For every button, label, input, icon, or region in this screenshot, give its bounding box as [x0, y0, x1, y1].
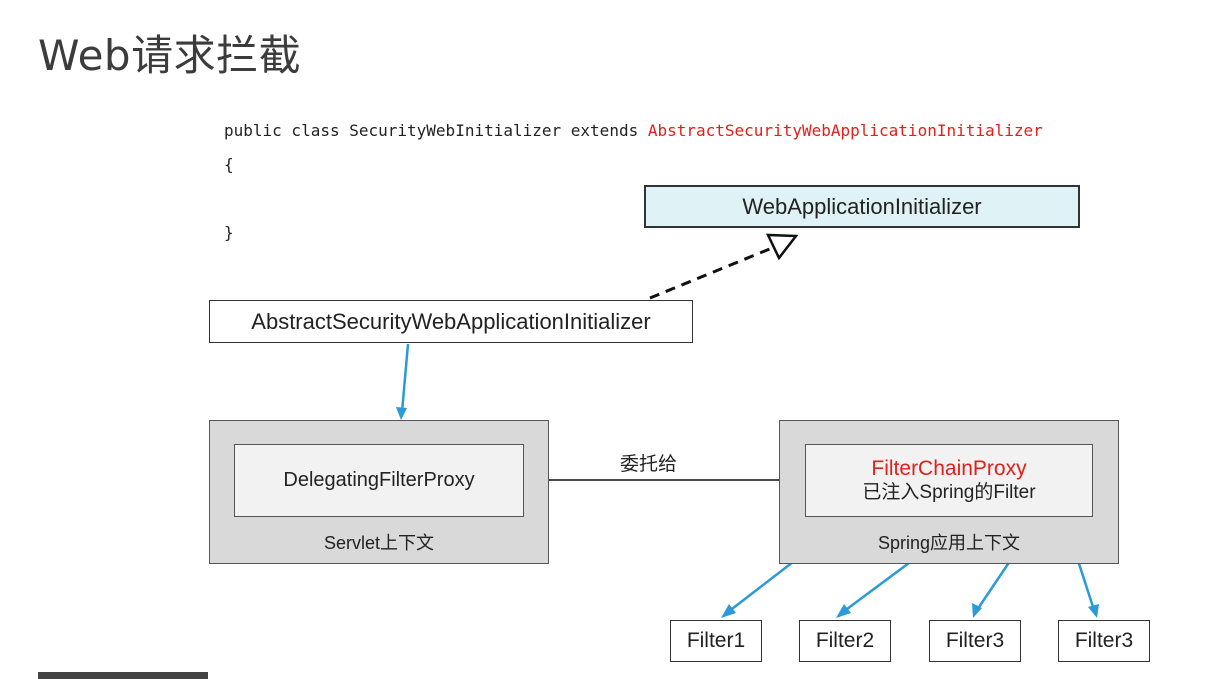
filter-node-1: Filter1	[670, 620, 762, 662]
web-application-initializer-node: WebApplicationInitializer	[644, 185, 1080, 228]
code-snippet: public class SecurityWebInitializer exte…	[224, 114, 1043, 250]
fcp-to-filter4-arrowhead	[1088, 604, 1099, 618]
fcp-to-filter3-arrowhead	[972, 603, 982, 618]
implements-arrow-line	[649, 246, 773, 300]
servlet-context-label: Servlet上下文	[323, 533, 435, 553]
delegate-label: 委托给	[620, 454, 678, 475]
fcp-to-filter1-arrowhead	[721, 604, 736, 618]
page-title: Web请求拦截	[38, 31, 302, 80]
code-open-brace: {	[224, 155, 234, 174]
abstract-security-initializer-node: AbstractSecurityWebApplicationInitialize…	[209, 300, 693, 343]
fcp-to-filter2-arrowhead	[836, 604, 851, 618]
code-line-prefix: public class SecurityWebInitializer exte…	[224, 121, 648, 140]
spring-context-label: Spring应用上下文	[877, 533, 1021, 553]
filter-node-3: Filter3	[929, 620, 1021, 662]
filter-node-2: Filter2	[799, 620, 891, 662]
init-to-dfp-arrow	[400, 343, 410, 413]
implements-arrow-head	[765, 233, 799, 261]
filter-node-4: Filter3	[1058, 620, 1150, 662]
code-close-brace: }	[224, 223, 234, 242]
filter-chain-proxy-note: 已注入Spring的Filter	[862, 481, 1036, 503]
filter-chain-proxy-node: FilterChainProxy 已注入Spring的Filter	[805, 444, 1093, 517]
code-superclass: AbstractSecurityWebApplicationInitialize…	[647, 121, 1043, 140]
filter-chain-proxy-label: FilterChainProxy	[871, 456, 1027, 480]
delegating-filter-proxy-node: DelegatingFilterProxy	[234, 444, 524, 517]
init-to-dfp-arrowhead	[396, 407, 407, 420]
footer-caption-cutoff	[38, 672, 208, 679]
